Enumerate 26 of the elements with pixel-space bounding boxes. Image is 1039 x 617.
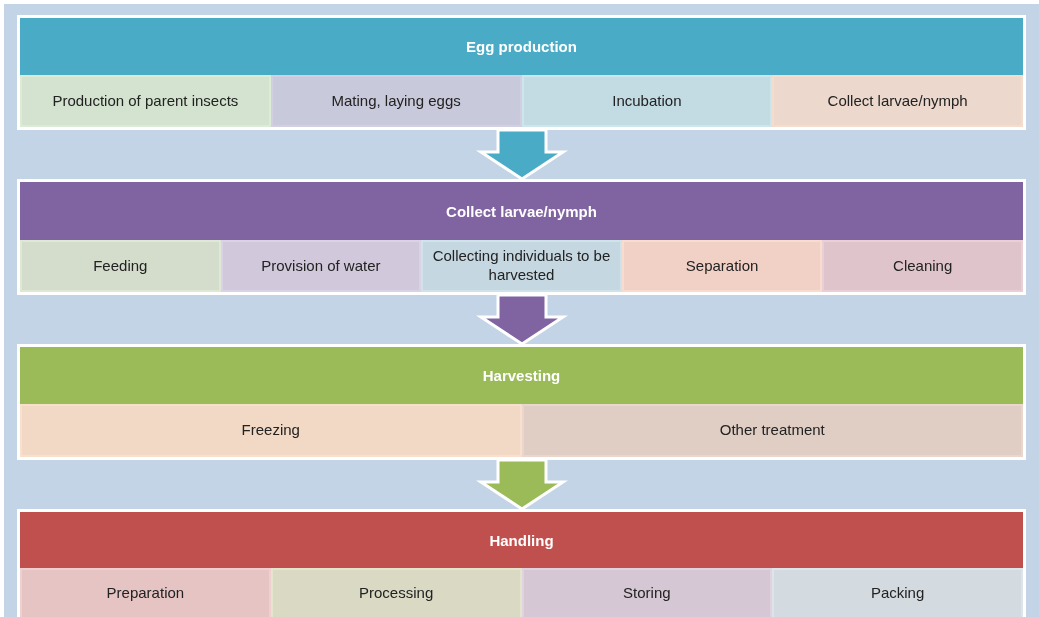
step-cell: Storing — [521, 568, 773, 617]
block-arrow — [476, 293, 568, 346]
step-cell: Other treatment — [521, 404, 1023, 457]
step-cell: Cleaning — [822, 240, 1023, 292]
step-cell: Packing — [772, 568, 1023, 617]
stage-header: Harvesting — [20, 347, 1023, 404]
stage-panel — [17, 15, 1026, 130]
step-cell: Mating, laying eggs — [270, 75, 522, 127]
step-cell: Collecting individuals to be harvested — [421, 240, 622, 292]
stage-panel — [17, 344, 1026, 460]
stage-header: Egg production — [20, 18, 1023, 75]
step-cell: Separation — [621, 240, 823, 292]
step-cell: Incubation — [521, 75, 773, 127]
step-cell: Processing — [270, 568, 522, 617]
step-cell: Production of parent insects — [20, 75, 271, 127]
step-cell: Freezing — [20, 404, 522, 457]
stage-panel — [17, 509, 1026, 617]
step-cell: Feeding — [20, 240, 221, 292]
block-arrow — [476, 458, 568, 511]
block-arrow — [476, 128, 568, 181]
stage-header: Collect larvae/nymph — [20, 182, 1023, 240]
step-cell: Collect larvae/nymph — [772, 75, 1023, 127]
step-cell: Preparation — [20, 568, 271, 617]
stage-panel — [17, 179, 1026, 295]
step-cell: Provision of water — [220, 240, 422, 292]
stage-header: Handling — [20, 512, 1023, 568]
